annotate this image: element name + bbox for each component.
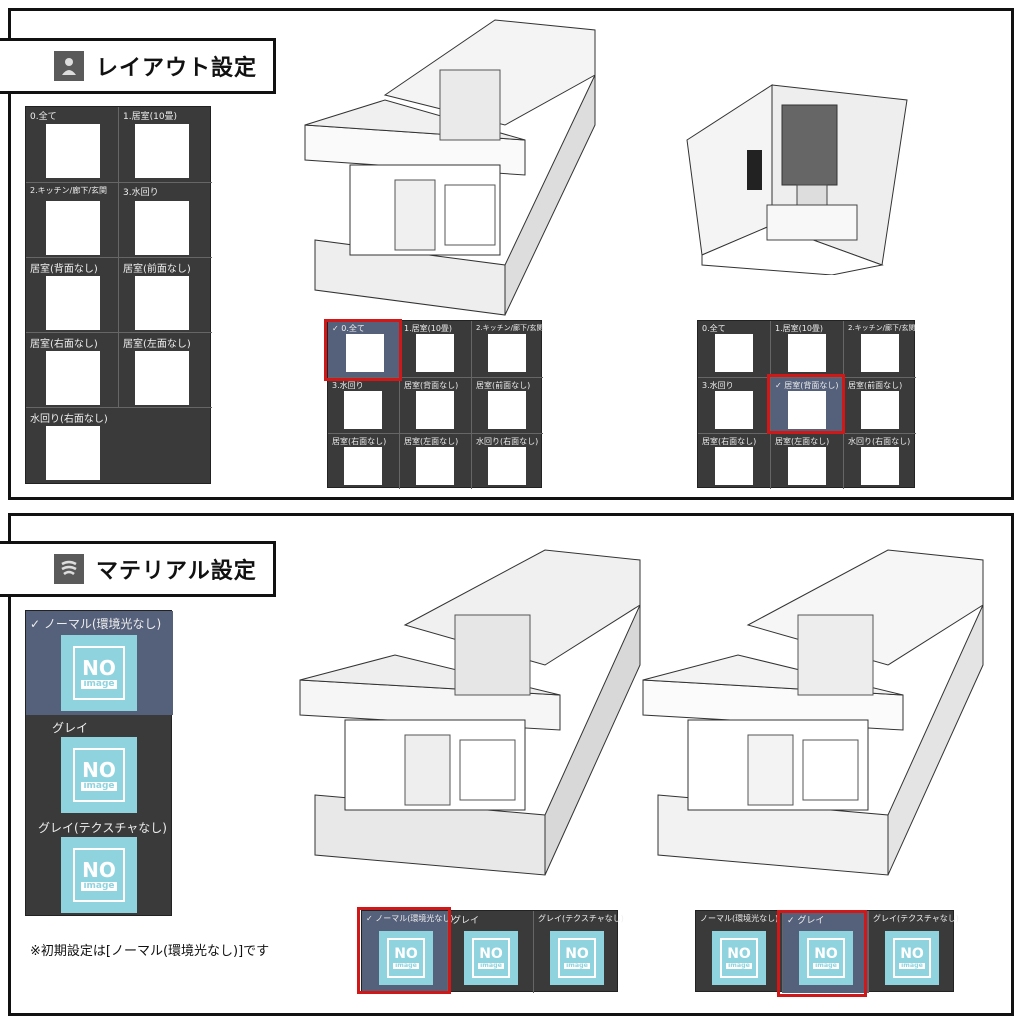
layout-list: 0.全て 1.居室(10畳) 2.キッチン/廊下/玄関 3.水回り 居室(背面な… [25, 106, 212, 485]
layout-thumb [46, 351, 100, 405]
highlight-material-gray [777, 910, 867, 997]
layout-thumb [46, 426, 100, 480]
layout-small-b-room[interactable]: 1.居室(10畳) [771, 321, 843, 377]
highlight-material-normal [357, 907, 451, 994]
layout-small-a-water-noright[interactable]: 水回り(右面なし) [472, 434, 543, 489]
material-banner: マテリアル設定 [0, 541, 276, 597]
layout-small-a-noright[interactable]: 居室(右面なし) [328, 434, 399, 489]
layout-banner: レイアウト設定 [0, 38, 276, 94]
layout-item-room-noright[interactable]: 居室(右面なし) [26, 333, 118, 408]
layout-item-all[interactable]: 0.全て [26, 107, 118, 182]
layout-panel-small-a: ✓ 0.全て 1.居室(10畳) 2.キッチン/廊下/玄関 3.水回り 居室(背… [327, 320, 543, 489]
layout-item-water[interactable]: 3.水回り [119, 183, 211, 258]
layout-small-a-all[interactable]: ✓ 0.全て [328, 321, 399, 377]
layout-thumb [46, 276, 100, 330]
layout-small-a-room[interactable]: 1.居室(10畳) [400, 321, 471, 377]
layout-small-b-water-noright[interactable]: 水回り(右面なし) [844, 434, 916, 489]
room-render-noback [686, 84, 908, 275]
default-setting-note: ※初期設定は[ノーマル(環境光なし)]です [30, 944, 270, 959]
layout-small-a-noleft[interactable]: 居室(左面なし) [400, 434, 471, 489]
layout-small-b-water[interactable]: 3.水回り [698, 378, 770, 434]
layout-title: レイアウト設定 [96, 56, 258, 81]
layout-small-b-noleft[interactable]: 居室(左面なし) [771, 434, 843, 489]
layout-small-a-kitchen[interactable]: 2.キッチン/廊下/玄関 [472, 321, 543, 377]
layout-small-b-noback[interactable]: ✓ 居室(背面なし) [771, 378, 843, 434]
layout-thumb [135, 276, 189, 330]
layout-item-room-noback[interactable]: 居室(背面なし) [26, 258, 118, 333]
layout-thumb [46, 124, 100, 178]
apartment-render-full [304, 19, 596, 316]
layout-small-a-nofront[interactable]: 居室(前面なし) [472, 378, 543, 434]
layout-thumb [46, 201, 100, 255]
highlight-layout-all [324, 319, 402, 381]
layout-item-room-nofront[interactable]: 居室(前面なし) [119, 258, 211, 333]
layout-item-water-noright[interactable]: 水回り(右面なし) [26, 408, 118, 485]
layout-small-a-water[interactable]: 3.水回り [328, 378, 399, 434]
layout-small-b-noright[interactable]: 居室(右面なし) [698, 434, 770, 489]
apartment-render-normal [299, 549, 641, 876]
layout-small-b-nofront[interactable]: 居室(前面なし) [844, 378, 916, 434]
swirl-icon [54, 554, 84, 584]
material-title: マテリアル設定 [96, 559, 257, 584]
layout-thumb [135, 351, 189, 405]
layout-thumb [135, 124, 189, 178]
layout-item-kitchen[interactable]: 2.キッチン/廊下/玄関 [26, 183, 118, 258]
highlight-layout-noback [767, 374, 845, 434]
figure-icon [54, 51, 84, 81]
layout-panel-small-b: 0.全て 1.居室(10畳) 2.キッチン/廊下/玄関 3.水回り ✓ 居室(背… [697, 320, 916, 489]
layout-small-b-kitchen[interactable]: 2.キッチン/廊下/玄関 [844, 321, 916, 377]
layout-small-b-all[interactable]: 0.全て [698, 321, 770, 377]
layout-thumb [135, 201, 189, 255]
layout-small-a-noback[interactable]: 居室(背面なし) [400, 378, 471, 434]
apartment-render-gray [642, 549, 984, 876]
layout-item-room[interactable]: 1.居室(10畳) [119, 107, 211, 182]
layout-item-room-noleft[interactable]: 居室(左面なし) [119, 333, 211, 408]
